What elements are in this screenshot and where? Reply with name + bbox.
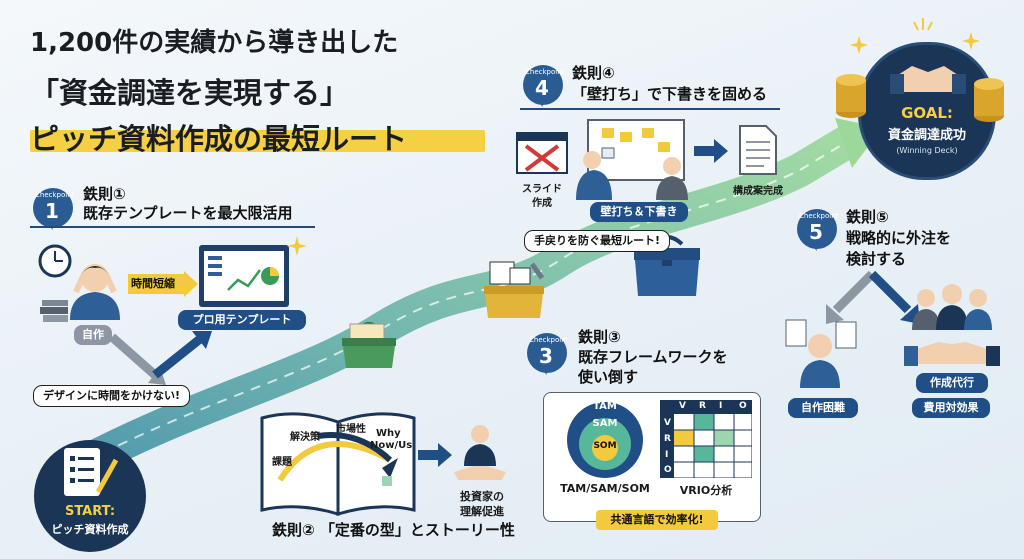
coin-stack-icon bbox=[836, 74, 866, 118]
book-label-0: 課題 bbox=[272, 457, 292, 468]
handshake-icon bbox=[454, 425, 506, 480]
book-label-1: 解決策 bbox=[290, 432, 320, 443]
coin-stack-icon bbox=[974, 78, 1004, 122]
vrio-header-o: O bbox=[739, 401, 747, 411]
rule2-title: 鉄則② 「定番の型」とストーリー性 bbox=[272, 521, 515, 539]
outsource-pill: 作成代行 bbox=[916, 373, 988, 393]
vrio-row-i: I bbox=[665, 450, 669, 460]
plan-done-label: 構成案完成 bbox=[733, 186, 783, 197]
sparkle-icon bbox=[962, 32, 980, 50]
checkpoint-5-number: 5 bbox=[809, 220, 823, 244]
book-stack-icon bbox=[40, 300, 68, 322]
whiteboard-icon bbox=[576, 119, 688, 200]
goal-title: GOAL: bbox=[901, 104, 953, 122]
checkpoint-1-number: 1 bbox=[45, 199, 59, 223]
cost-effective-pill: 費用対効果 bbox=[912, 398, 990, 418]
tam-sam-som-caption: TAM/SAM/SOM bbox=[560, 482, 650, 495]
crossed-slide-icon bbox=[516, 132, 568, 174]
toolbox-icon bbox=[342, 322, 396, 368]
difficult-pill: 自作困難 bbox=[788, 398, 858, 418]
checkpoint-3-word: Checkpoint bbox=[529, 336, 569, 344]
rule5-title-b: 戦略的に外注を bbox=[846, 229, 952, 247]
tam-label: TAM bbox=[593, 401, 617, 412]
rule3-title-a: 鉄則③ bbox=[578, 328, 621, 346]
common-language-pill: 共通言語で効率化! bbox=[596, 510, 718, 530]
slide-label-b: 作成 bbox=[532, 198, 552, 209]
sam-label: SAM bbox=[592, 418, 618, 429]
title-highlight bbox=[30, 130, 485, 152]
rule3-title-b: 既存フレームワークを bbox=[578, 348, 728, 366]
checkpoint-5-pin bbox=[797, 209, 837, 251]
rule5-title-a: 鉄則⑤ bbox=[846, 208, 889, 226]
book-label-4: Now/Us bbox=[370, 440, 413, 451]
vrio-row-v: V bbox=[664, 418, 671, 428]
start-title: START: bbox=[64, 504, 116, 519]
team-icon bbox=[904, 284, 1000, 366]
investor-label-1: 投資家の bbox=[460, 490, 504, 503]
rule4-title-a: 鉄則④ bbox=[572, 64, 615, 82]
rule1-title-b: 既存テンプレートを最大限活用 bbox=[83, 204, 293, 222]
title-line-2: 「資金調達を実現する」 bbox=[30, 76, 350, 110]
checkpoint-4-pin bbox=[523, 65, 563, 107]
branch-arrows bbox=[826, 270, 920, 324]
sparring-pill: 壁打ち＆下書き bbox=[590, 202, 688, 222]
vrio-grid-icon bbox=[660, 400, 752, 478]
arrow-right-icon bbox=[694, 139, 728, 163]
checkpoint-5-word: Checkpoint bbox=[799, 212, 839, 220]
checkpoint-4-number: 4 bbox=[535, 76, 549, 100]
arrow-right-icon bbox=[418, 443, 452, 467]
vrio-header-v: V bbox=[679, 401, 686, 411]
vrio-caption: VRIO分析 bbox=[679, 484, 733, 497]
document-icon bbox=[739, 125, 777, 175]
start-subtitle: ピッチ資料作成 bbox=[51, 523, 129, 536]
target-circles-icon bbox=[567, 402, 643, 478]
vrio-row-o: O bbox=[664, 465, 672, 475]
template-screen-icon bbox=[199, 245, 289, 307]
som-label: SOM bbox=[593, 441, 617, 451]
stressed-person-icon bbox=[785, 319, 857, 388]
rule4-underline bbox=[520, 108, 780, 110]
clock-icon bbox=[38, 244, 72, 278]
book-label-2: 市場性 bbox=[336, 424, 366, 435]
rule3-title-c: 使い倒す bbox=[578, 368, 639, 386]
vrio-header-r: R bbox=[699, 401, 706, 411]
self-made-label: 自作 bbox=[74, 325, 112, 345]
sparkle-icon bbox=[287, 236, 307, 256]
slide-label-a: スライド bbox=[522, 184, 562, 195]
rule1-bubble: デザインに時間をかけない! bbox=[33, 385, 191, 407]
stressed-person-icon bbox=[70, 264, 120, 320]
rule4-title-b: 「壁打ち」で下書きを固める bbox=[572, 85, 768, 103]
vrio-row-r: R bbox=[664, 434, 671, 444]
sparkle-icon bbox=[913, 18, 933, 31]
goal-note: (Winning Deck) bbox=[896, 146, 958, 155]
checkpoint-1-word: Checkpoint bbox=[35, 191, 75, 199]
vrio-header-i: I bbox=[719, 401, 723, 411]
rule4-bubble: 手戻りを防ぐ最短ルート! bbox=[524, 230, 671, 252]
time-saving-arrow bbox=[128, 271, 198, 297]
title-line-1: 1,200件の実績から導き出した bbox=[30, 28, 399, 58]
checkpoint-3-number: 3 bbox=[539, 344, 553, 368]
toolbox-icon bbox=[484, 261, 545, 318]
choice-arrows bbox=[109, 331, 212, 385]
pro-template-pill: プロ用テンプレート bbox=[178, 310, 306, 330]
rule5-title-c: 検討する bbox=[846, 250, 907, 268]
rule1-title-a: 鉄則① bbox=[83, 185, 126, 203]
time-saving-label: 時間短縮 bbox=[131, 277, 175, 290]
checkpoint-3-pin bbox=[527, 333, 567, 375]
book-label-3: Why bbox=[376, 428, 401, 439]
rule1-underline bbox=[30, 226, 315, 228]
checkpoint-4-word: Checkpoint bbox=[525, 68, 565, 76]
investor-label-2: 理解促進 bbox=[460, 505, 504, 518]
checkpoint-1-pin bbox=[33, 188, 73, 230]
open-book-icon bbox=[260, 412, 416, 517]
goal-subtitle: 資金調達成功 bbox=[887, 128, 966, 143]
sparkle-icon bbox=[850, 36, 868, 54]
checklist-icon bbox=[64, 448, 119, 496]
title-line-3: ピッチ資料作成の最短ルート bbox=[30, 122, 408, 156]
handshake-icon bbox=[890, 66, 966, 94]
